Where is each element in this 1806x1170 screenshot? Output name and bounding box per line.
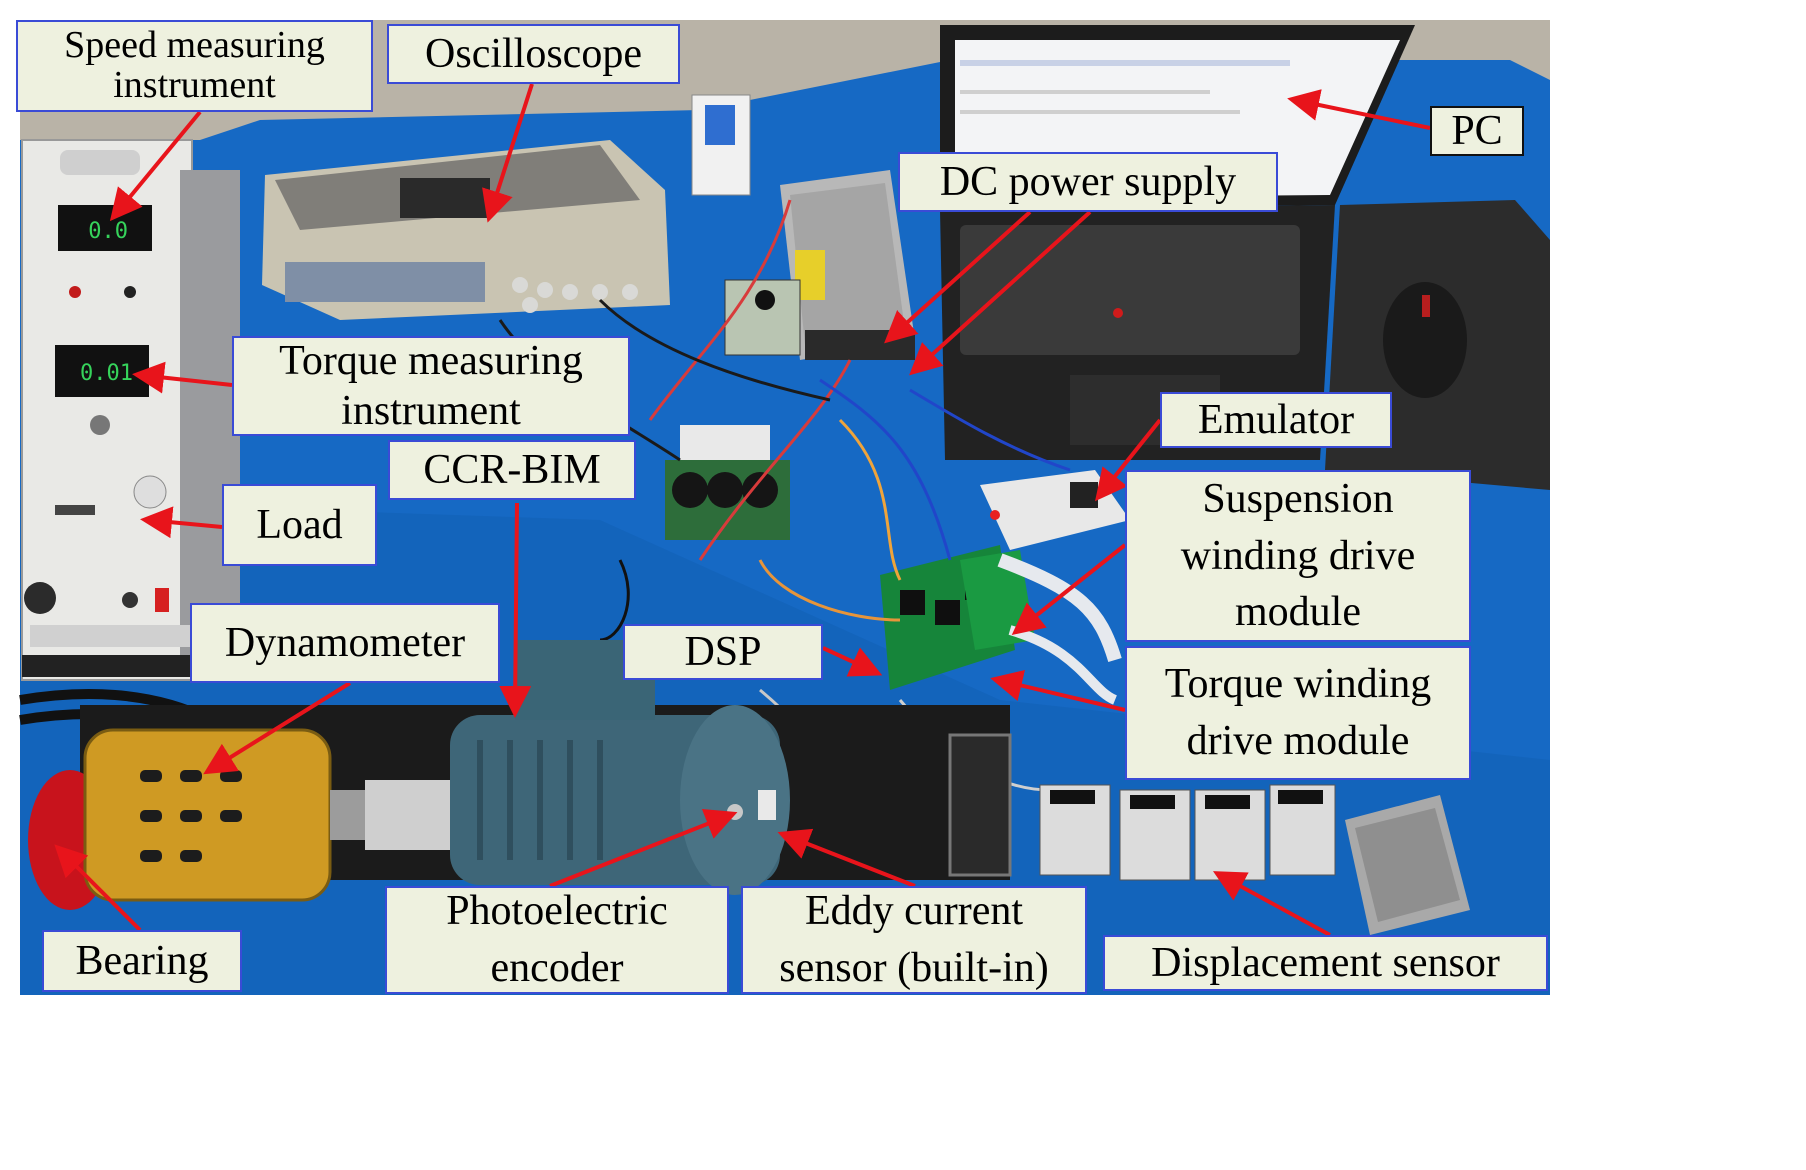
label-oscilloscope: Oscilloscope — [387, 24, 680, 84]
label-torque-drive-text: Torque winding drive module — [1164, 661, 1432, 764]
label-displacement-sensor: Displacement sensor — [1103, 935, 1548, 991]
arrow-eddy — [777, 828, 916, 888]
label-dc-power-text: DC power supply — [939, 158, 1237, 205]
label-dsp-text: DSP — [684, 628, 762, 675]
torque-display-text: 0.01 — [80, 361, 133, 386]
label-suspension-text: Suspension winding drive module — [1180, 475, 1416, 636]
arrow-dc-1 — [884, 210, 1032, 344]
coupling — [365, 780, 455, 850]
arrow-speed — [109, 110, 202, 222]
label-suspension-winding-drive-module: Suspension winding drive module — [1125, 470, 1471, 642]
label-load: Load — [222, 484, 377, 566]
arrow-photoelectric — [549, 808, 738, 888]
label-load-text: Load — [256, 501, 343, 548]
arrow-dc-2 — [909, 210, 1092, 376]
arrow-pc — [1287, 89, 1431, 130]
label-emulator-text: Emulator — [1197, 396, 1355, 443]
label-ccr-bim-text: CCR-BIM — [423, 446, 601, 493]
label-eddy-text: Eddy current sensor (built-in) — [779, 888, 1049, 991]
emulator-device — [980, 470, 1130, 550]
arrow-oscilloscope — [482, 83, 534, 223]
arrow-dynamometer — [203, 681, 352, 775]
arrow-suspension — [1011, 543, 1127, 635]
dynamometer-device — [28, 728, 332, 910]
label-dc-power-supply: DC power supply — [898, 152, 1278, 212]
label-pc-text: PC — [1451, 107, 1503, 154]
arrow-bearing — [54, 844, 142, 932]
arrow-displacement — [1212, 871, 1331, 937]
label-torque-meter-text: Torque measuring instrument — [279, 337, 583, 434]
ccr-bim-motor — [450, 640, 790, 895]
label-photoelectric-encoder: Photoelectric encoder — [385, 886, 729, 994]
label-bearing: Bearing — [42, 930, 242, 992]
label-torque-winding-drive-module: Torque winding drive module — [1125, 646, 1471, 780]
label-speed-measuring-instrument: Speed measuring instrument — [16, 20, 373, 112]
mouse — [1383, 282, 1467, 398]
displacement-sensors — [1039, 784, 1470, 935]
arrow-ccr-bim — [499, 502, 532, 718]
arrow-dsp — [822, 646, 883, 677]
speed-display-text: 0.0 — [88, 219, 128, 244]
label-photoelectric-text: Photoelectric encoder — [446, 888, 668, 991]
label-speed-text: Speed measuring instrument — [64, 24, 325, 106]
label-displacement-text: Displacement sensor — [1151, 939, 1500, 986]
arrow-load — [140, 506, 223, 539]
annotation-arrows — [54, 83, 1431, 937]
label-bearing-text: Bearing — [75, 937, 209, 984]
measuring-instrument-panel: 0.0 0.01 — [21, 139, 240, 681]
label-dsp: DSP — [623, 624, 823, 680]
label-dynamometer: Dynamometer — [190, 603, 500, 683]
label-emulator: Emulator — [1160, 392, 1392, 448]
label-torque-measuring-instrument: Torque measuring instrument — [232, 336, 630, 436]
label-oscilloscope-text: Oscilloscope — [425, 30, 642, 77]
arrow-torque — [132, 361, 233, 394]
arrow-torque-drive — [990, 669, 1126, 712]
label-eddy-current-sensor: Eddy current sensor (built-in) — [741, 886, 1087, 994]
label-ccr-bim: CCR-BIM — [388, 440, 636, 500]
arrow-emulator — [1095, 418, 1162, 502]
label-dynamometer-text: Dynamometer — [224, 619, 466, 666]
oscilloscope-device — [262, 140, 670, 320]
capacitor-board — [665, 425, 790, 540]
label-pc: PC — [1430, 106, 1524, 156]
